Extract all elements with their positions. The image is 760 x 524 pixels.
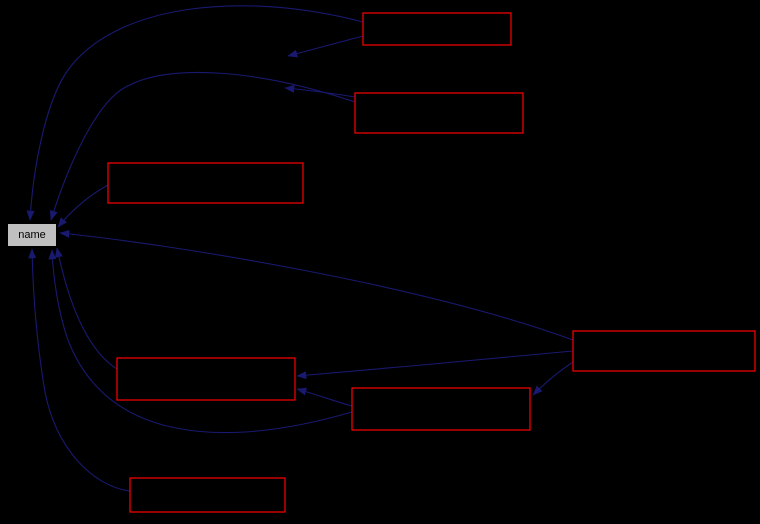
graph-edge-box-6-to-name-node [48,249,353,434]
graph-edge-box-3-to-name-node [57,184,109,228]
graph-node-box-5[interactable] [116,357,296,401]
graph-node-box-3[interactable] [107,162,304,204]
graph-node-box-7[interactable] [129,477,286,513]
graph-edge-box-5-to-name-node [54,247,118,370]
graph-edge-box-1-to-name-node [26,5,364,221]
graph-node-box-1[interactable] [362,12,512,46]
graph-node-box-4[interactable] [572,330,756,372]
graph-edge-box-4-to-name-node [59,229,574,341]
graph-edge-box-6-to-box-5 [296,387,353,407]
graph-edge-box-7-to-name-node [28,248,131,492]
graph-edge-box-4-to-box-6 [532,361,574,396]
graph-edge-box-2-to-name-node [49,72,356,221]
graph-edge-box-1-to-truncated [287,35,364,58]
graph-edge-box-2-to-truncated [284,84,356,98]
graph-node-box-6[interactable] [351,387,531,431]
graph-node-box-2[interactable] [354,92,524,134]
name-node: name [8,224,56,246]
graph-edge-box-4-to-box-5 [296,350,574,380]
